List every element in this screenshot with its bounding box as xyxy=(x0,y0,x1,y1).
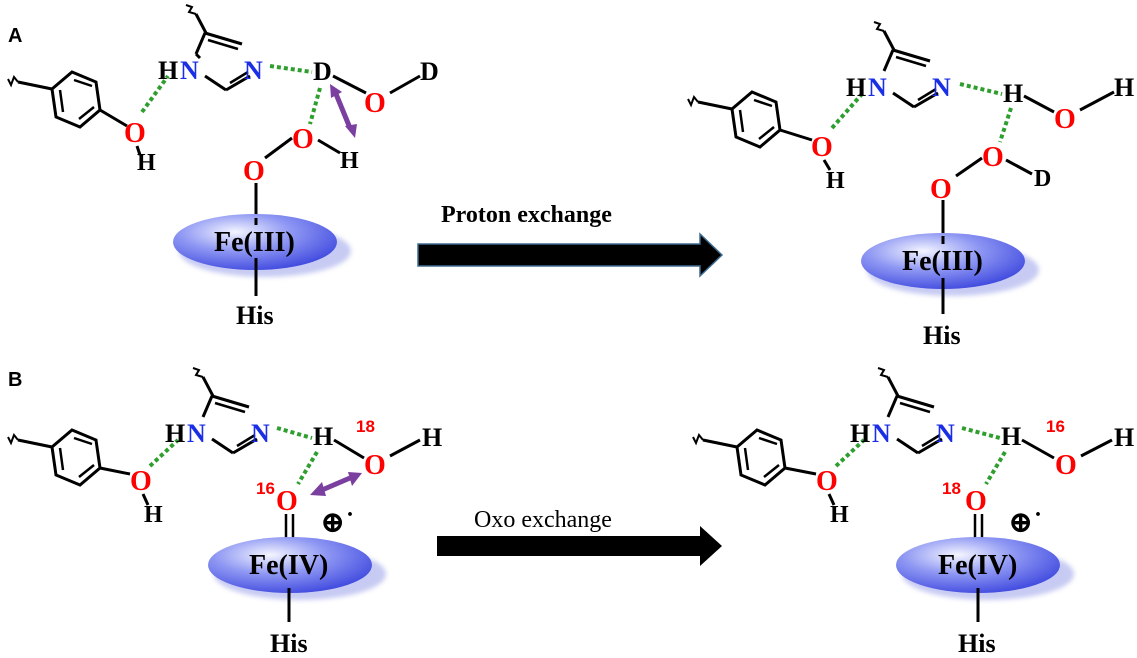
phenol-oxygen: O xyxy=(130,466,152,497)
oxo-isotope-label: 18 xyxy=(942,479,961,498)
hbond xyxy=(834,438,866,468)
imidazole-nitrogen-2: N xyxy=(244,56,263,85)
peroxo-oxygen-2: O xyxy=(243,156,265,187)
phenol-oxygen: O xyxy=(124,118,146,149)
radical-cation-icon: ⊕ xyxy=(320,506,345,539)
histidine-imidazole xyxy=(192,367,258,455)
peroxo-oxygen-2: O xyxy=(930,174,952,205)
oxo-oxygen: O xyxy=(276,486,298,517)
peroxo-deuterium: D xyxy=(1034,166,1051,192)
oxo-exchange-arrow: Oxo exchange xyxy=(437,507,722,566)
radical-cation-icon: ⊕ xyxy=(1008,506,1033,539)
phenol-hydrogen: H xyxy=(830,502,849,528)
water-hydrogen-1: H xyxy=(1003,79,1023,108)
imidazole-nitrogen-2: N xyxy=(251,419,270,448)
water-hydrogen-2: H xyxy=(1114,423,1134,452)
radical-dot: · xyxy=(346,502,354,528)
hbond xyxy=(276,426,313,440)
axial-ligand: His xyxy=(958,629,996,658)
phenol-hydrogen: H xyxy=(144,502,163,528)
peroxo-hydrogen: H xyxy=(340,148,359,174)
water-isotope-label: 16 xyxy=(1046,417,1065,436)
histidine-imidazole xyxy=(185,4,251,92)
proton-exchange-label: Proton exchange xyxy=(441,202,612,228)
hbond xyxy=(140,74,170,114)
phenol-hydrogen: H xyxy=(137,150,156,176)
exchange-arrow xyxy=(330,84,357,138)
hbond xyxy=(148,438,180,468)
imidazole-nitrogen-1: N xyxy=(872,419,891,448)
oxo-isotope-label: 16 xyxy=(256,479,275,498)
water-hydrogen-1: H xyxy=(1001,422,1021,451)
hbond xyxy=(296,450,319,486)
histidine-imidazole xyxy=(873,21,939,109)
phenol-hydrogen: H xyxy=(826,168,845,194)
tyrosine-ring xyxy=(7,428,131,487)
imidazole-hydrogen: H xyxy=(165,419,185,448)
water-deuterium-1: D xyxy=(313,57,332,86)
axial-ligand: His xyxy=(270,629,308,658)
water-oxygen: O xyxy=(1055,450,1077,481)
water-hydrogen-2: H xyxy=(1114,73,1134,102)
panel-a-product: O H H N N H O H O xyxy=(687,21,1134,350)
panel-b-reactant: O H H N N H 18 O H xyxy=(7,367,442,658)
radical-dot: · xyxy=(1034,502,1042,528)
axial-ligand: His xyxy=(923,321,961,350)
oxo-exchange-label: Oxo exchange xyxy=(474,507,612,533)
axial-ligand: His xyxy=(236,301,274,330)
tyrosine-ring xyxy=(687,90,813,149)
hbond xyxy=(961,426,1001,440)
heme-disc xyxy=(861,233,1025,289)
imidazole-nitrogen-1: N xyxy=(868,73,887,102)
oxo-oxygen: O xyxy=(965,486,987,517)
histidine-imidazole xyxy=(877,367,943,455)
imidazole-hydrogen: H xyxy=(850,419,870,448)
water-oxygen: O xyxy=(1054,104,1076,135)
metal-center: Fe(III) xyxy=(902,246,983,277)
hbond xyxy=(830,92,864,130)
heme-disc xyxy=(208,537,372,593)
imidazole-nitrogen-2: N xyxy=(936,419,955,448)
exchange-arrow xyxy=(310,472,362,496)
water-isotope-label: 18 xyxy=(356,417,375,436)
water-oxygen: O xyxy=(364,88,386,119)
panel-a: A O H xyxy=(7,4,1134,350)
metal-center: Fe(III) xyxy=(214,227,295,258)
hbond xyxy=(269,64,313,74)
panel-b-label: B xyxy=(8,369,22,391)
phenol-oxygen: O xyxy=(811,132,833,163)
tyrosine-ring xyxy=(692,428,817,487)
heme-disc xyxy=(173,214,337,270)
heme-disc xyxy=(896,537,1060,593)
water-hydrogen-2: H xyxy=(422,423,442,452)
hbond xyxy=(984,450,1007,486)
hbond xyxy=(959,82,1003,96)
metal-center: Fe(IV) xyxy=(938,550,1017,581)
panel-b: B O H xyxy=(7,367,1134,658)
water-hydrogen-1: H xyxy=(313,422,333,451)
peroxo-oxygen-1: O xyxy=(982,142,1004,173)
imidazole-nitrogen-1: N xyxy=(180,56,199,85)
water-deuterium-2: D xyxy=(420,57,439,86)
imidazole-nitrogen-1: N xyxy=(187,419,206,448)
tyrosine-ring xyxy=(7,70,128,129)
metal-center: Fe(IV) xyxy=(249,550,328,581)
water-oxygen: O xyxy=(364,450,386,481)
proton-exchange-arrow: Proton exchange xyxy=(417,202,724,278)
phenol-oxygen: O xyxy=(816,466,838,497)
imidazole-hydrogen: H xyxy=(158,56,178,85)
imidazole-hydrogen: H xyxy=(846,73,866,102)
hbond xyxy=(998,107,1013,143)
panel-a-label: A xyxy=(8,25,22,47)
imidazole-nitrogen-2: N xyxy=(932,73,951,102)
hbond xyxy=(308,87,322,125)
panel-b-product: O H H N N H 16 O H xyxy=(692,367,1134,658)
peroxo-oxygen-1: O xyxy=(292,124,314,155)
panel-a-reactant: O H H N N D O xyxy=(7,4,439,330)
